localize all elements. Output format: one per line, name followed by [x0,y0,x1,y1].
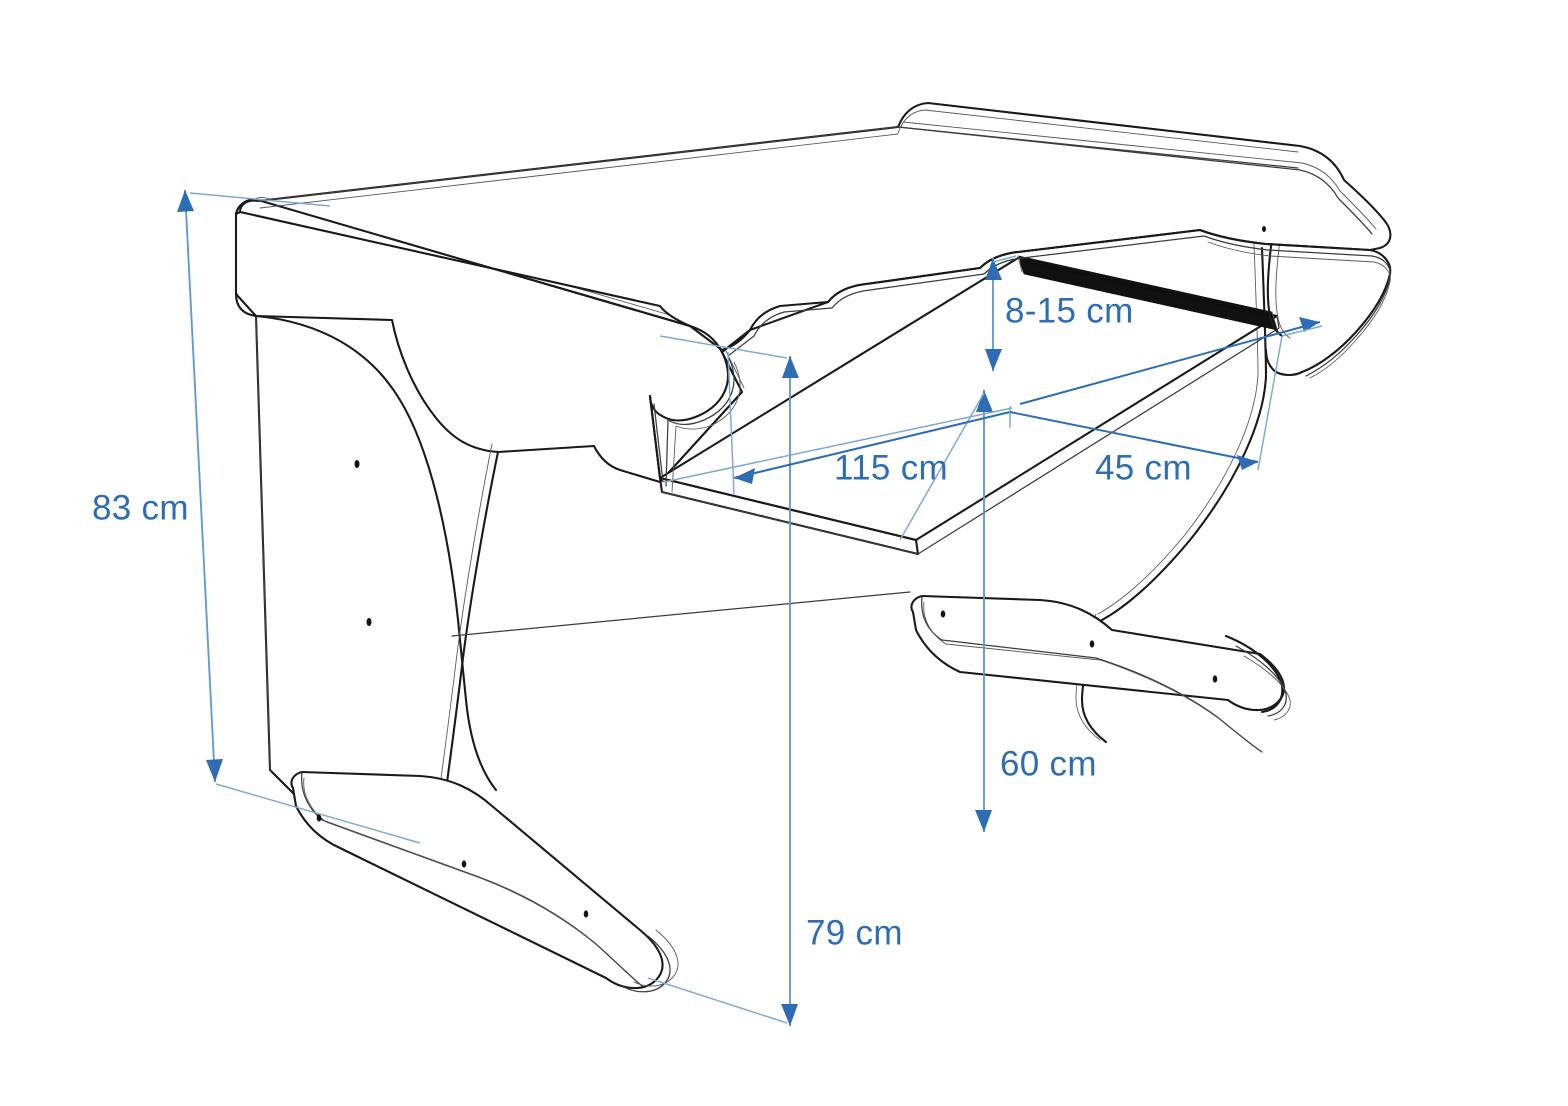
dimension-depth: 45 cm [1009,317,1323,487]
dimension-keyboard-clearance: 8-15 cm [985,255,1134,371]
dimension-width: 115 cm [663,351,1013,495]
left-foot [290,770,679,993]
dimension-label-8-15cm: 8-15 cm [1005,291,1134,330]
dimension-label-60cm: 60 cm [1000,744,1097,783]
dimension-label-45cm: 45 cm [1095,448,1192,487]
dimension-height-total: 83 cm [92,189,421,844]
desktop [234,101,1392,493]
keyboard-rail [1017,255,1279,333]
dimension-label-115cm: 115 cm [834,448,948,487]
dimension-front-height: 79 cm [647,335,903,1026]
keyboard-shelf [658,236,1291,556]
dimension-shelf-height: 60 cm [899,390,1097,832]
dimension-label-83cm: 83 cm [92,488,189,527]
desk-assembly [234,101,1392,993]
dimension-label-79cm: 79 cm [806,913,903,952]
right-foot [910,594,1291,753]
